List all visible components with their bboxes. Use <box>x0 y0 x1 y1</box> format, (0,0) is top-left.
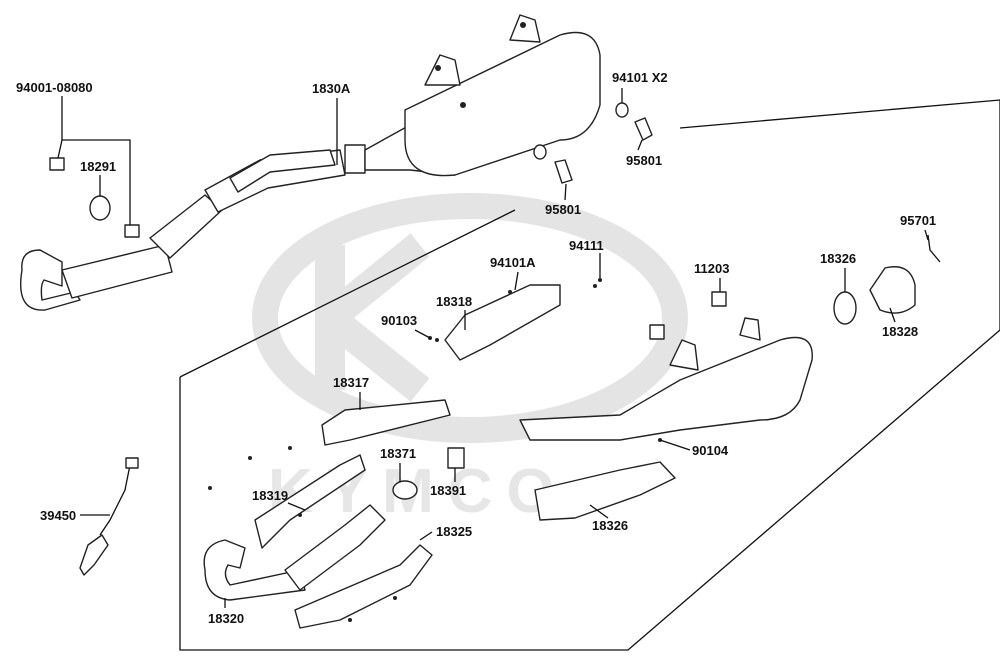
oxygen-sensor-wire <box>99 464 131 536</box>
collar-18391 <box>447 447 465 469</box>
sensor-wire-95701 <box>927 234 941 263</box>
label-18391: 18391 <box>430 483 466 498</box>
gasket-18291 <box>89 195 111 221</box>
label-18371: 18371 <box>380 446 416 461</box>
pipe-18325 <box>294 544 433 629</box>
exploded-view-frame <box>179 99 1000 651</box>
part-labels: 94001-08080 1830A 18291 94101 X2 95801 9… <box>16 70 936 626</box>
heat-shield-18318 <box>444 284 561 361</box>
leader-lines <box>57 88 929 608</box>
label-18320: 18320 <box>208 611 244 626</box>
label-39450: 39450 <box>40 508 76 523</box>
header-pipe-18320 <box>203 539 306 601</box>
label-18317: 18317 <box>333 375 369 390</box>
label-18319: 18319 <box>252 488 288 503</box>
label-18328: 18328 <box>882 324 918 339</box>
end-cap-18328 <box>869 266 916 314</box>
oxygen-sensor-body <box>79 534 109 576</box>
oxygen-sensor-plug <box>125 457 139 469</box>
label-94111: 94111 <box>569 238 604 253</box>
label-95801-lower: 95801 <box>545 202 581 217</box>
nut-94001-upper <box>49 157 65 171</box>
bolt-95801-a <box>634 117 653 141</box>
label-11203: 11203 <box>694 261 729 276</box>
label-18326-upper: 18326 <box>820 251 856 266</box>
label-18325: 18325 <box>436 524 472 539</box>
exploded-parts <box>79 278 813 629</box>
washer-94101 <box>615 102 629 118</box>
label-95701: 95701 <box>900 213 936 228</box>
loose-hardware-top <box>49 102 941 340</box>
label-95801-upper: 95801 <box>626 153 662 168</box>
muffler-exploded <box>519 336 813 441</box>
pipe-18326-exploded <box>534 461 676 521</box>
label-90104: 90104 <box>692 443 729 458</box>
label-90103: 90103 <box>381 313 417 328</box>
nut-94001-lower <box>124 224 140 238</box>
washer-upper <box>533 144 547 160</box>
label-1830a: 1830A <box>312 81 351 96</box>
label-94101-x2: 94101 X2 <box>612 70 668 85</box>
label-18318: 18318 <box>436 294 472 309</box>
gasket-18326 <box>833 291 857 325</box>
label-18291: 18291 <box>80 159 116 174</box>
label-94001-08080: 94001-08080 <box>16 80 93 95</box>
label-94101a: 94101A <box>490 255 536 270</box>
bolt-95801-b <box>554 159 573 184</box>
collar-11203 <box>711 291 727 307</box>
collar-lower <box>649 324 665 340</box>
heat-shield-18317 <box>321 399 451 446</box>
assembled-exhaust-system <box>20 14 601 311</box>
clamp-18371 <box>392 480 418 500</box>
label-18326-lower: 18326 <box>592 518 628 533</box>
heat-shield-18319 <box>254 454 366 549</box>
brand-watermark: KYMCO <box>252 193 688 526</box>
